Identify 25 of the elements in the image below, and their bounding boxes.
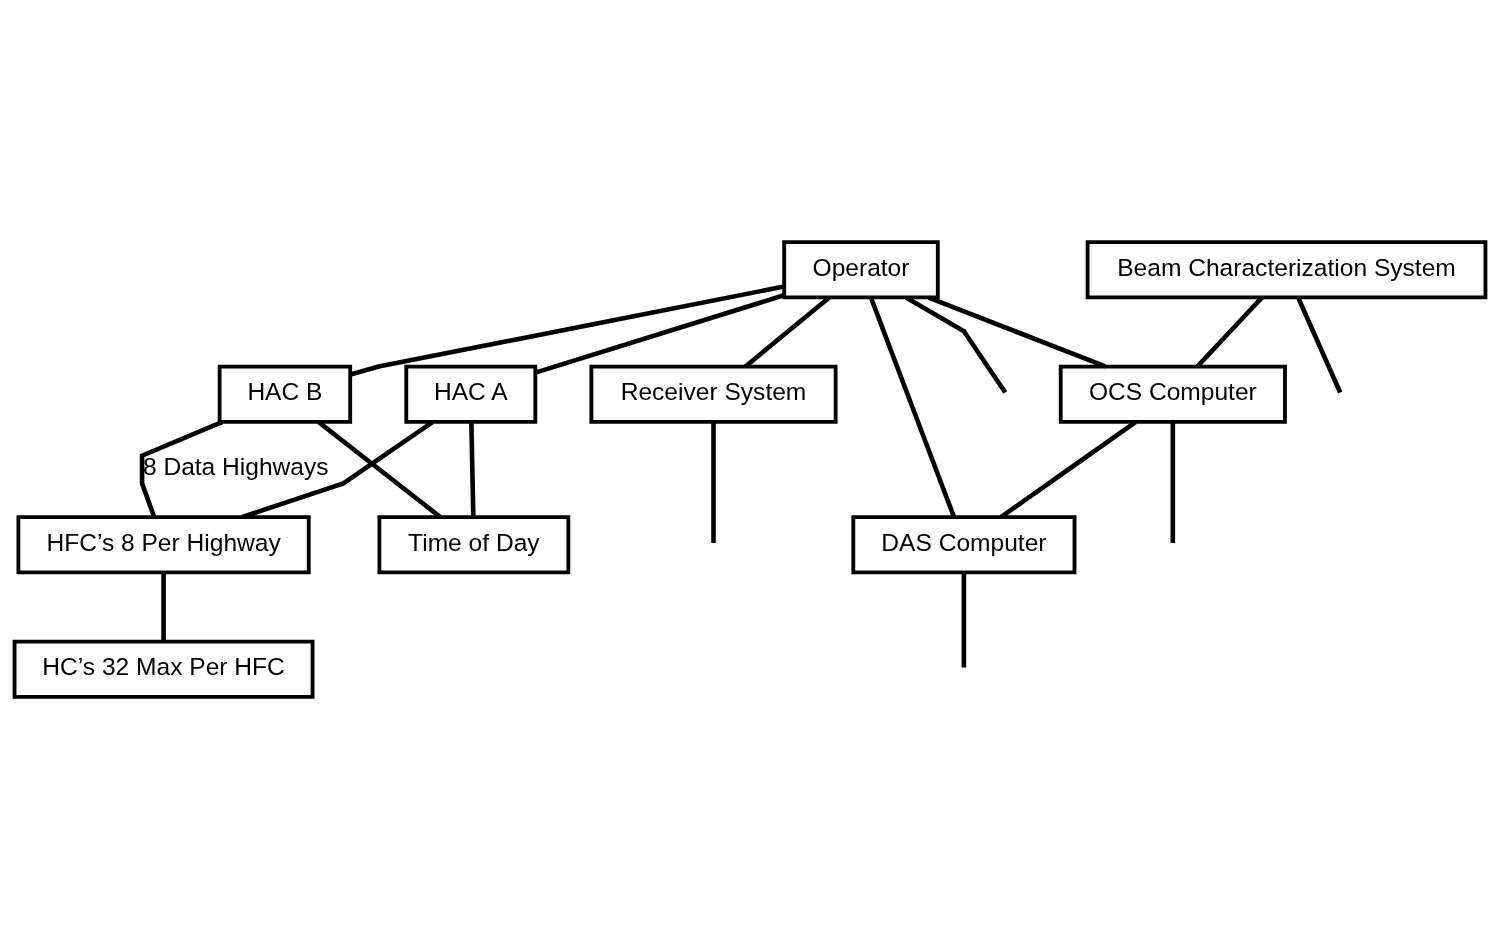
connector (1170, 421, 1176, 543)
node-box: HAC A (404, 364, 538, 424)
connector (868, 296, 957, 518)
edge-label: 8 Data Highways (142, 452, 329, 480)
connector (534, 292, 785, 375)
node-box: Operator (782, 239, 940, 299)
connector (241, 419, 434, 519)
node-box: Time of Day (377, 514, 571, 574)
node-box: Beam Characterization System (1085, 239, 1488, 299)
node-box: HFC’s 8 Per Highway (16, 514, 311, 574)
node-box: OCS Computer (1058, 364, 1287, 424)
connector (927, 295, 1107, 369)
connector (139, 419, 224, 518)
connector (1296, 296, 1343, 393)
connector (1195, 295, 1264, 368)
connector (961, 572, 967, 667)
node-box: DAS Computer (851, 514, 1077, 574)
connector (161, 572, 166, 641)
node-box: HC’s 32 Max Per HFC (12, 639, 315, 699)
connector (711, 421, 716, 543)
connector (349, 283, 785, 377)
connector (905, 295, 1008, 394)
node-box: HAC B (217, 364, 353, 424)
connector (469, 421, 476, 517)
node-box: Receiver System (589, 364, 838, 424)
